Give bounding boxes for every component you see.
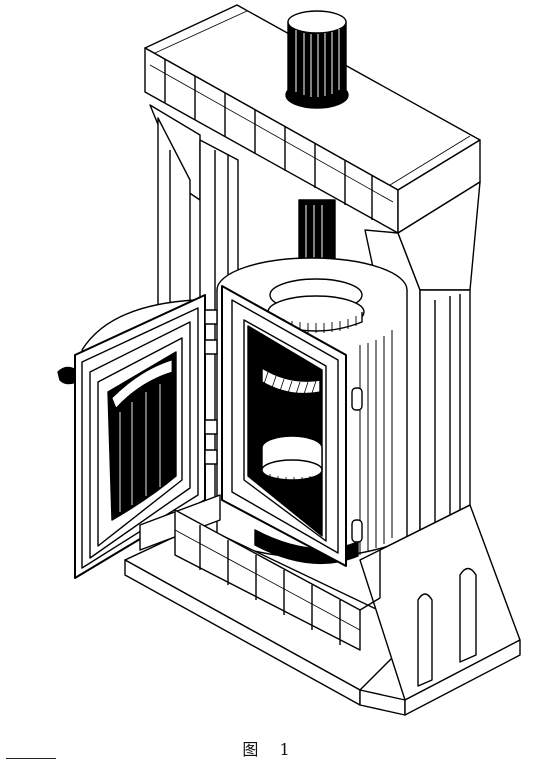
figure-caption: 图 1 (242, 740, 298, 759)
top-cylinder (285, 10, 349, 109)
open-door (57, 294, 218, 579)
base (124, 494, 521, 716)
footnote-rule (6, 758, 56, 759)
front-window-frame (221, 285, 347, 567)
